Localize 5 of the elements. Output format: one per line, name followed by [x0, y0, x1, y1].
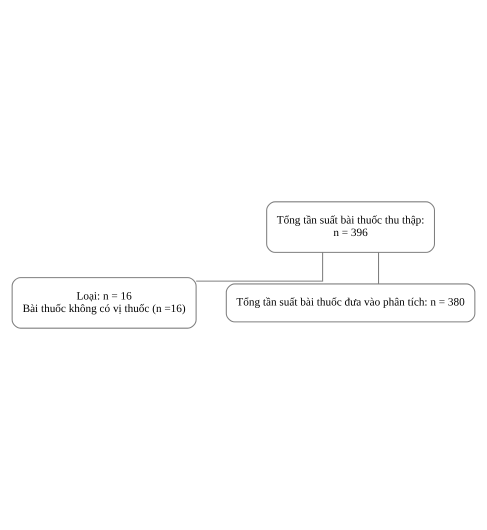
node-box: Loại: n = 16 Bài thuốc không có vị thuốc (n =16)	[12, 277, 197, 329]
node-box: Tổng tần suất bài thuốc đưa vào phân tích: n = 380	[226, 283, 476, 322]
node-box: Tổng tần suất bài thuốc thu thập: n = 396	[266, 201, 435, 253]
connector	[196, 252, 324, 282]
connector	[378, 252, 380, 284]
